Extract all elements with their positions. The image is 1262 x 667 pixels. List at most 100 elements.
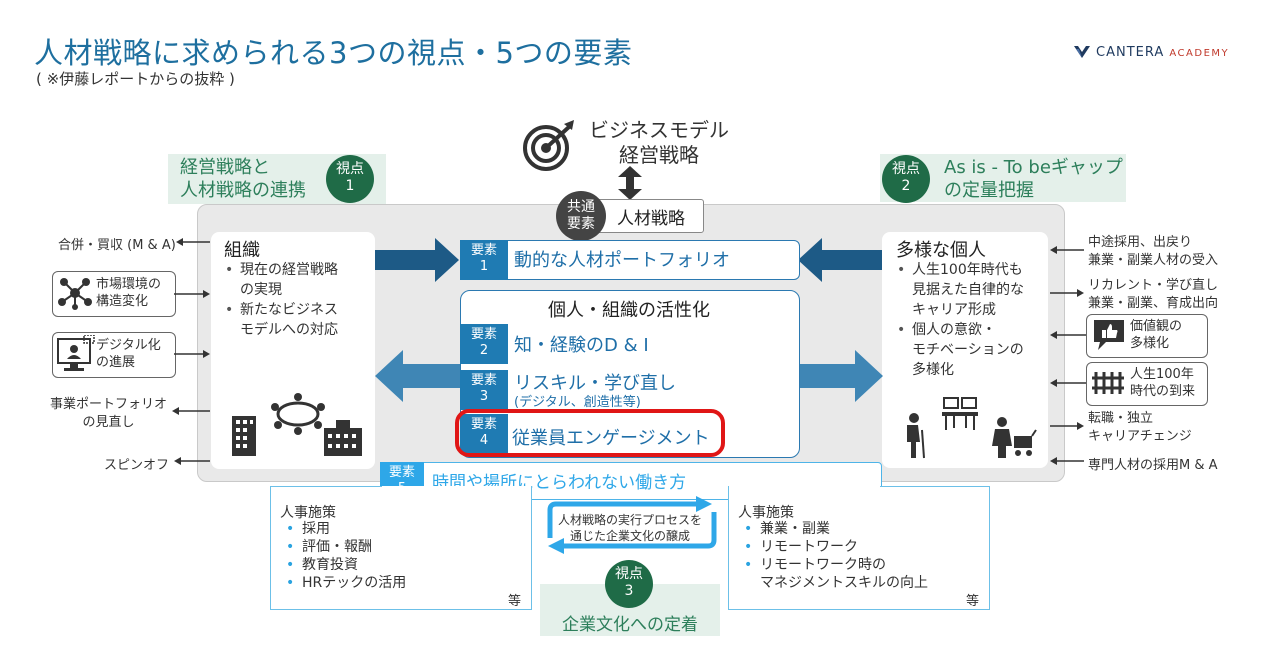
hr-left-list: 採用 評価・報酬 教育投資 HRテックの活用: [284, 520, 524, 592]
element-1-tag: 要素 1: [460, 240, 508, 280]
ind-bullet-text: 人生100年時代も: [912, 262, 1023, 278]
element-2-tag: 要素 2: [460, 324, 508, 364]
viewpoint-1-line1: 経営戦略と: [180, 157, 270, 178]
right-r3-line1: 転職・独立: [1088, 411, 1154, 426]
market-change-line2: 構造変化: [96, 294, 149, 309]
cycle-arrows-icon: [547, 496, 717, 554]
element-3-tag-word: 要素: [470, 373, 497, 388]
activation-box: [460, 290, 800, 458]
viewpoint-2-line2: の定量把握: [944, 180, 1034, 201]
arrow-left-portfolio: [172, 407, 210, 415]
digital-line2: の進展: [96, 355, 136, 370]
business-model-label: ビジネスモデル 経営戦略: [583, 118, 735, 168]
logo-main-text: CANTERA: [1096, 44, 1165, 60]
hr-right-item: リモートワーク: [742, 538, 982, 556]
viewpoint-2-number: 2: [901, 178, 911, 194]
common-element-value: 人材戦略: [617, 209, 685, 229]
values-text: 価値観の 多様化: [1130, 318, 1182, 352]
organization-buildings-icon: [232, 393, 362, 456]
org-bullet-text: 現在の経営戦略: [240, 262, 338, 278]
viewpoint-1-label: 視点: [336, 161, 364, 177]
element-1-box: [460, 240, 800, 280]
hr-right-title: 人事施策: [738, 505, 794, 521]
arrow-left-life: [1050, 379, 1086, 387]
right-r2-line1: リカレント・学び直し: [1088, 278, 1219, 293]
ind-bullet-text: モチベーションの: [912, 342, 1024, 358]
element-2-tag-word: 要素: [470, 327, 497, 342]
viewpoint-1-text: 経営戦略と 人材戦略の連携: [180, 156, 306, 202]
viewpoint-3-number: 3: [624, 583, 634, 599]
element-2-number: 2: [479, 343, 489, 358]
viewpoint-1-number: 1: [345, 178, 355, 194]
ind-bullet-text: キャリア形成: [912, 302, 996, 318]
left-label-spinoff: スピンオフ: [104, 458, 170, 473]
hr-right-etc: 等: [966, 594, 980, 609]
element-4-highlight: [455, 409, 725, 457]
arrow-right-r3: [1050, 422, 1084, 430]
arrow-right-digital: [174, 350, 210, 358]
element-3-subtext: (デジタル、創造性等): [514, 395, 641, 410]
ind-bullet-text: 個人の意欲・: [912, 322, 996, 338]
arrow-left-r4: [1050, 457, 1084, 465]
viewpoint-3-text: 企業文化への定着: [562, 615, 698, 635]
common-element-badge: 共通 要素: [556, 191, 606, 241]
cycle-text: 人材戦略の実行プロセスを 通じた企業文化の醸成: [548, 512, 712, 544]
life-100-text: 人生100年 時代の到来: [1130, 366, 1195, 400]
hr-right-top-border: [880, 486, 990, 487]
left-label-ma: 合併・買収 (M & A): [58, 238, 176, 253]
right-r1-line1: 中途採用、出戻り: [1088, 235, 1193, 250]
network-icon: [58, 278, 92, 310]
hr-right-item: 兼業・副業: [742, 520, 982, 538]
viewpoint-3-badge: 視点 3: [605, 560, 653, 608]
hr-left-item: 評価・報酬: [284, 538, 524, 556]
element-1-text: 動的な人材ポートフォリオ: [514, 250, 730, 271]
org-bullet-text: の実現: [240, 282, 282, 298]
arrow-right-r2: [1050, 289, 1084, 297]
element-4-tag-word: 要素: [470, 417, 497, 432]
hr-left-item: 採用: [284, 520, 524, 538]
portfolio-line1: 事業ポートフォリオ: [50, 397, 168, 412]
element-2-text: 知・経験のD & I: [514, 335, 649, 356]
arrow-to-element1-right: [798, 238, 882, 282]
viewpoint-1-line2: 人材戦略の連携: [180, 180, 306, 201]
element-4-text: 従業員エンゲージメント: [512, 428, 710, 449]
arrow-left-1: [176, 238, 210, 246]
element-1-tag-word: 要素: [470, 243, 497, 258]
arrow-left-spinoff: [174, 457, 210, 465]
digital-line1: デジタル化: [96, 338, 161, 353]
hr-left-etc: 等: [508, 594, 522, 609]
right-r2-line2: 兼業・副業、育成出向: [1088, 296, 1219, 311]
hr-left-top-border: [270, 486, 382, 487]
activation-title: 個人・組織の活性化: [548, 300, 710, 321]
double-arrow-vertical: [618, 166, 642, 200]
cantera-logo-icon: [1074, 46, 1090, 58]
page-title: 人材戦略に求められる3つの視点・5つの要素: [34, 36, 633, 70]
arrow-right-market: [174, 290, 210, 298]
viewpoint-2-label: 視点: [892, 161, 920, 177]
element-3-number: 3: [479, 389, 489, 404]
hr-right-item-text: リモートワーク時の: [760, 557, 886, 573]
viewpoint-2-text: As is - To beギャップ の定量把握: [944, 156, 1123, 202]
element-3-text: リスキル・学び直し: [514, 373, 676, 394]
life-100-line2: 時代の到来: [1130, 384, 1196, 399]
org-bullet-text: モデルへの対応: [240, 322, 338, 338]
hr-left-item: 教育投資: [284, 556, 524, 574]
element-4-number: 4: [479, 433, 489, 448]
target-icon: [523, 120, 574, 171]
arrow-left-values: [1050, 331, 1086, 339]
railway-track-icon: [1092, 372, 1124, 394]
arrow-left-r1: [1050, 246, 1084, 254]
common-label-line1: 共通: [567, 199, 595, 215]
digital-text: デジタル化 の進展: [96, 337, 161, 371]
element-5-tag-word: 要素: [388, 465, 415, 480]
business-model-line2: 経営戦略: [619, 143, 699, 167]
hr-left-item: HRテックの活用: [284, 574, 524, 592]
brand-logo: CANTERA ACADEMY: [1073, 44, 1229, 60]
right-r3-line2: キャリアチェンジ: [1088, 429, 1192, 444]
right-label-r4: 専門人材の採用M & A: [1088, 458, 1218, 473]
